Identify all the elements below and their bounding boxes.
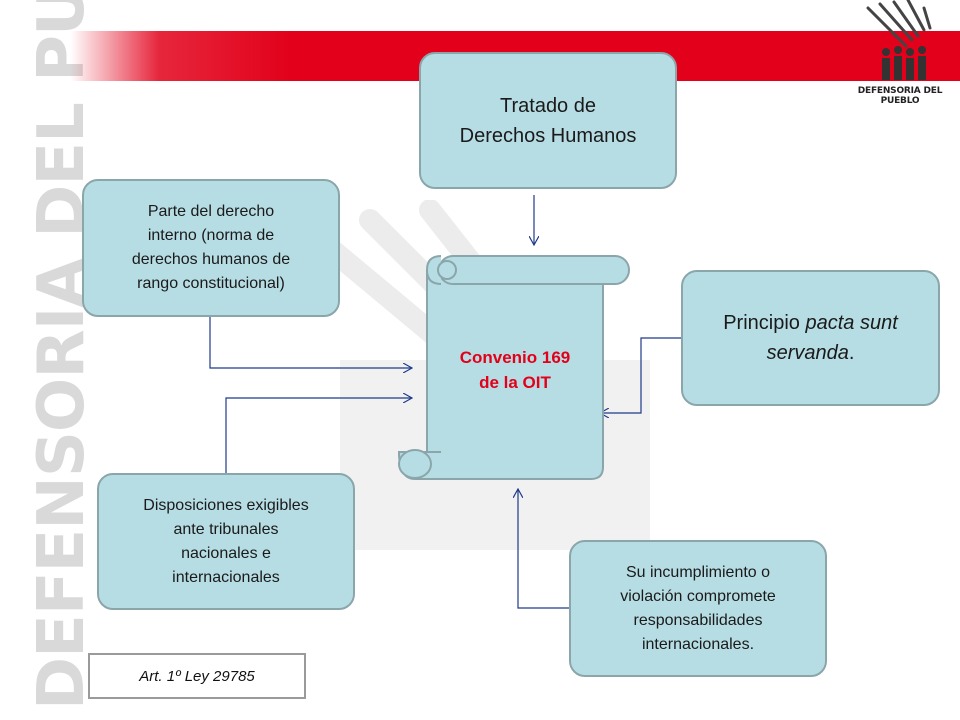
node-parte-line: rango constitucional) (137, 275, 285, 292)
node-disposiciones-line: nacionales e (181, 544, 271, 562)
arrow-disposiciones-to-convenio (225, 398, 412, 473)
arrow-incumplimiento-to-convenio (518, 489, 570, 609)
node-disposiciones-line: ante tribunales (173, 520, 279, 538)
node-parte-derecho-interno: Parte del derecho interno (norma de dere… (82, 179, 340, 317)
node-principio-suffix: . (848, 342, 855, 364)
node-principio-italic2: servanda (766, 342, 849, 364)
logo-caption: DEFENSORIA DEL PUEBLO (857, 86, 943, 106)
node-disposiciones-line: Disposiciones exigibles (143, 496, 309, 514)
node-tratado-line1: Tratado de (500, 94, 596, 117)
node-incumplimiento: Su incumplimiento o violación compromete… (569, 540, 827, 677)
legal-reference-note: Art. 1º Ley 29785 (88, 653, 306, 699)
node-parte-line: derechos humanos de (131, 251, 291, 268)
convenio-title: Convenio 169 de la OIT (427, 345, 603, 395)
node-parte-line: interno (norma de (147, 227, 275, 244)
node-incumplimiento-line: responsabilidades (633, 611, 763, 629)
node-tratado: Tratado de Derechos Humanos (419, 52, 677, 189)
node-incumplimiento-line: Su incumplimiento o (625, 563, 771, 581)
node-principio-italic1: pacta sunt (805, 312, 898, 334)
convenio-line1: Convenio 169 (459, 348, 571, 367)
convenio-line2: de la OIT (479, 373, 551, 392)
legal-reference-text: Art. 1º Ley 29785 (139, 667, 255, 685)
node-tratado-line2: Derechos Humanos (459, 124, 637, 147)
node-incumplimiento-line: internacionales. (641, 635, 755, 653)
arrow-parte-to-convenio (209, 317, 412, 368)
node-disposiciones-line: internacionales (172, 568, 280, 586)
node-principio: Principio pacta sunt servanda. (681, 270, 940, 406)
arrow-principio-to-convenio (600, 337, 685, 413)
convenio-scroll-shape (397, 255, 630, 480)
node-parte-line: Parte del derecho (147, 203, 275, 220)
node-incumplimiento-line: violación compromete (620, 587, 776, 605)
node-disposiciones: Disposiciones exigibles ante tribunales … (97, 473, 355, 610)
node-principio-prefix: Principio (723, 312, 806, 334)
defensoria-logo-icon (866, 0, 932, 80)
